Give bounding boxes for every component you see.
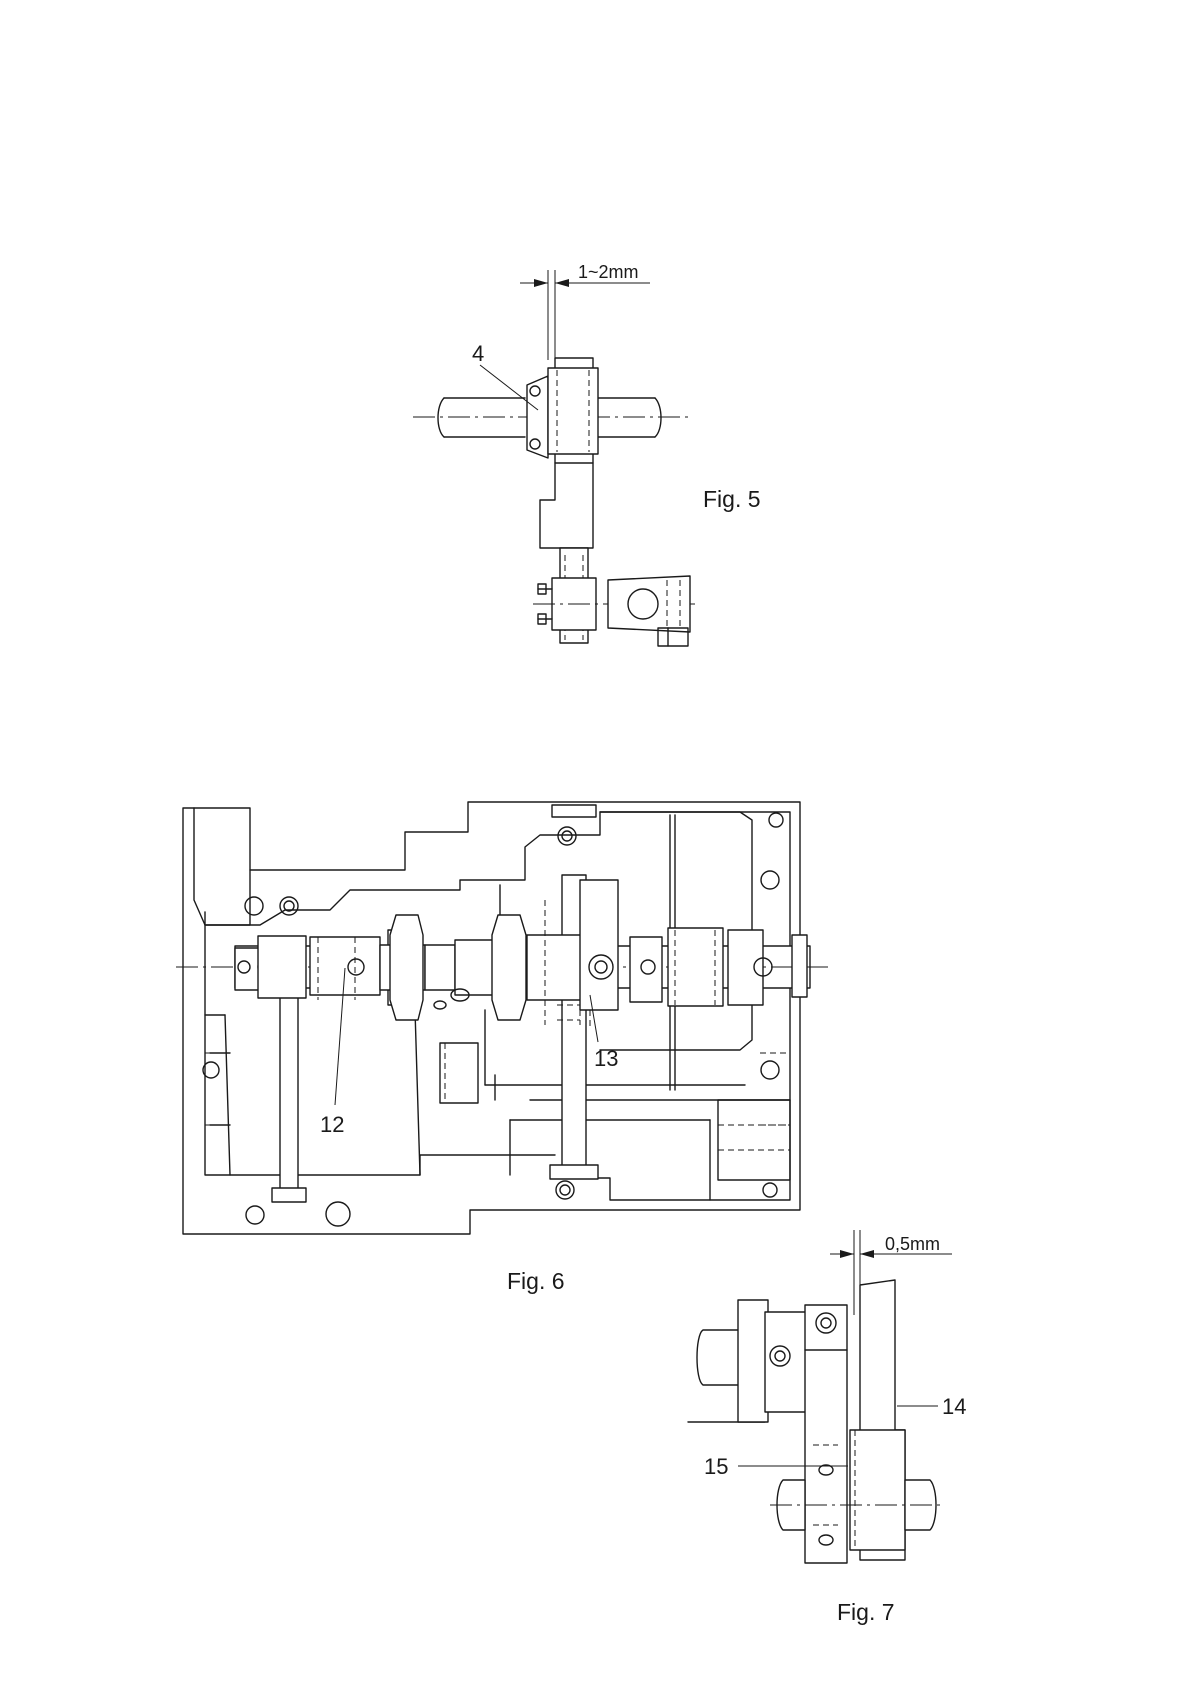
fig6-drawing: 12 13: [176, 802, 830, 1234]
fig7-callout-14: 14: [942, 1394, 966, 1419]
fig7-dimension-label: 0,5mm: [885, 1234, 940, 1254]
fig5-drawing: 1~2mm: [413, 262, 700, 646]
fig5-caption: Fig. 5: [703, 486, 761, 512]
fig6-housing-outline: [183, 802, 800, 1234]
fig5-dimension-label: 1~2mm: [578, 262, 639, 282]
fig6-caption: Fig. 6: [507, 1268, 565, 1294]
fig6-callout-12: 12: [320, 1112, 344, 1137]
fig7-caption: Fig. 7: [837, 1599, 895, 1625]
fig7-drawing: 0,5mm 14 15: [688, 1230, 966, 1563]
fig5-clamp: [608, 576, 690, 646]
fig6-callout-13: 13: [594, 1046, 618, 1071]
fig5-collar: [480, 365, 548, 458]
fig7-callout-15: 15: [704, 1454, 728, 1479]
fig5-callout-4: 4: [472, 341, 484, 366]
fig5-dimension: 1~2mm: [520, 262, 650, 360]
